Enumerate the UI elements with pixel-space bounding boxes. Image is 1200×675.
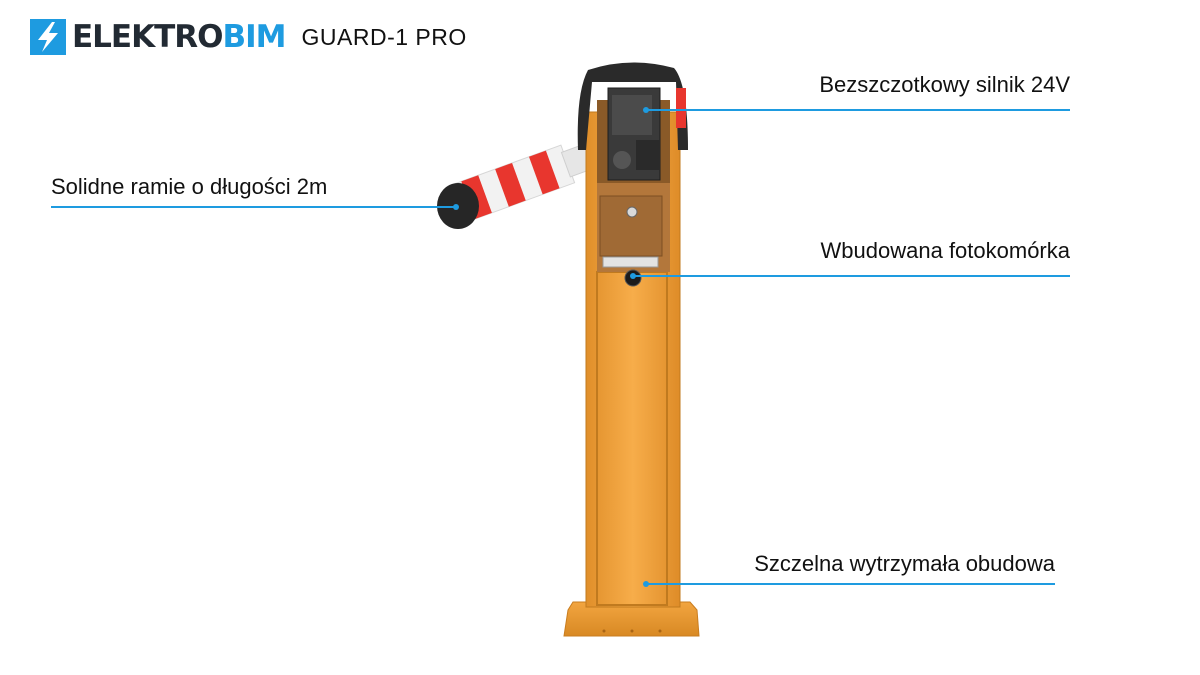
warning-light: [676, 88, 686, 128]
motor-callout-dot: [643, 107, 649, 113]
barrier-arm: [437, 142, 596, 229]
product-model: GUARD-1 PRO: [301, 23, 467, 50]
motor-callout-line: [648, 109, 1070, 111]
arm-callout-label: Solidne ramie o długości 2m: [51, 174, 328, 199]
barrier-head: [577, 62, 688, 150]
housing-callout-label: Szczelna wytrzymała obudowa: [754, 551, 1055, 576]
brand-logo: ELEKTROBIM GUARD-1 PRO: [30, 18, 467, 56]
motor-callout-label: Bezszczotkowy silnik 24V: [819, 72, 1070, 97]
arm-callout-line: [51, 206, 455, 208]
housing-callout-line: [648, 583, 1055, 585]
lightning-bolt-icon: [30, 19, 66, 55]
arm-callout-dot: [453, 204, 459, 210]
photocell-callout-dot: [630, 273, 636, 279]
photocell-callout-label: Wbudowana fotokomórka: [820, 238, 1070, 263]
photocell-callout-line: [635, 275, 1070, 277]
barrier-base: [563, 601, 700, 637]
brand-name-part2: BIM: [222, 19, 287, 55]
brand-name: ELEKTROBIM: [72, 18, 287, 56]
housing-callout-dot: [643, 581, 649, 587]
brand-name-part1: ELEKTRO: [72, 19, 223, 55]
motor-unit: [607, 87, 661, 181]
